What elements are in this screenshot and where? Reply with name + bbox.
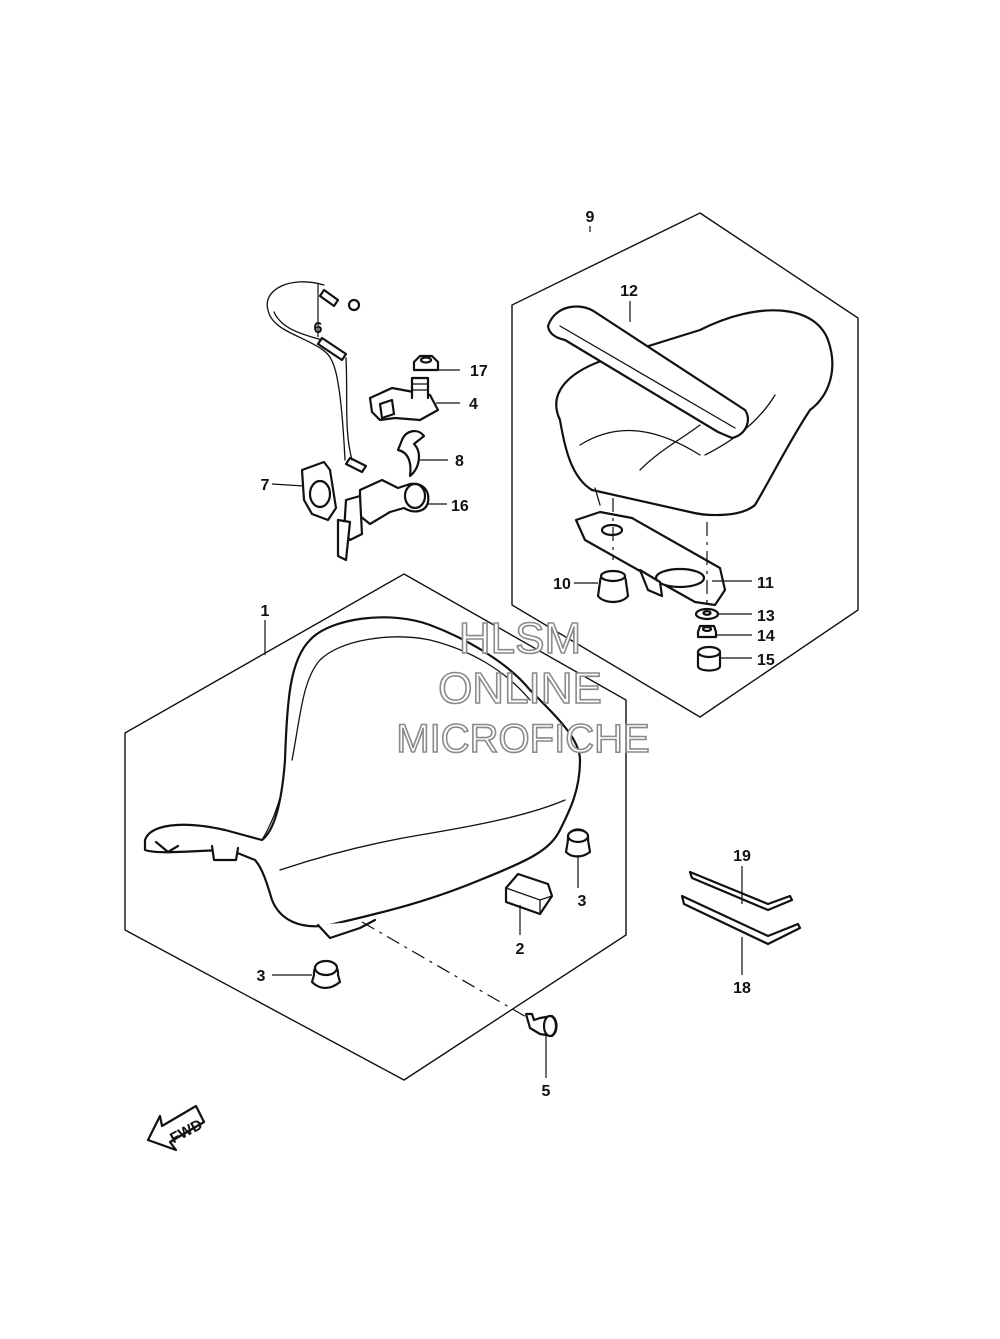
leader-7 <box>271 483 305 487</box>
collar-15 <box>696 645 722 672</box>
nut-14 <box>696 624 718 639</box>
callout-2: 2 <box>516 941 525 958</box>
callout-8: 8 <box>455 453 464 470</box>
nut-17 <box>412 354 440 372</box>
callout-17: 17 <box>470 363 488 380</box>
front-assembly-line <box>361 921 529 1019</box>
callout-9: 9 <box>586 209 595 226</box>
callout-15: 15 <box>757 652 775 669</box>
lock-assembly-4 <box>368 376 440 422</box>
fwd-arrow-icon: FWD <box>146 1104 206 1152</box>
key-set-16 <box>336 478 430 562</box>
damper-2 <box>504 872 554 916</box>
callout-19: 19 <box>733 848 751 865</box>
callout-13: 13 <box>757 608 775 625</box>
callout-10: 10 <box>553 576 571 593</box>
callout-12: 12 <box>620 283 638 300</box>
grab-rail <box>546 305 749 440</box>
screw-5 <box>524 1012 558 1038</box>
key-cover-7 <box>300 460 338 522</box>
callout-6: 6 <box>314 320 323 337</box>
callout-1: 1 <box>261 603 270 620</box>
seat-lock-cable <box>266 281 368 474</box>
lock-plate-8 <box>396 430 426 478</box>
front-seat-group-frame <box>124 573 627 1081</box>
cushion-10 <box>596 569 630 604</box>
callout-5: 5 <box>542 1083 551 1100</box>
cushion-3-left <box>310 959 342 990</box>
cushion-3-right <box>564 828 592 858</box>
watermark-line-3: MICROFICHE <box>396 717 649 761</box>
callout-11: 11 <box>757 575 774 592</box>
callout-3-right: 3 <box>578 893 587 910</box>
callout-18: 18 <box>733 980 751 997</box>
tool-18 <box>680 894 802 946</box>
callout-4: 4 <box>469 396 478 413</box>
washer-13 <box>694 607 720 621</box>
tool-19 <box>688 870 794 912</box>
callout-7: 7 <box>261 477 270 494</box>
callout-3-left: 3 <box>257 968 266 985</box>
watermark-line-2: ONLINE <box>438 664 602 713</box>
callout-14: 14 <box>757 628 775 645</box>
callout-16: 16 <box>451 498 469 515</box>
rear-seat-group-frame <box>511 212 859 718</box>
front-seat <box>143 616 582 940</box>
watermark-line-1: HLSM <box>459 614 581 663</box>
